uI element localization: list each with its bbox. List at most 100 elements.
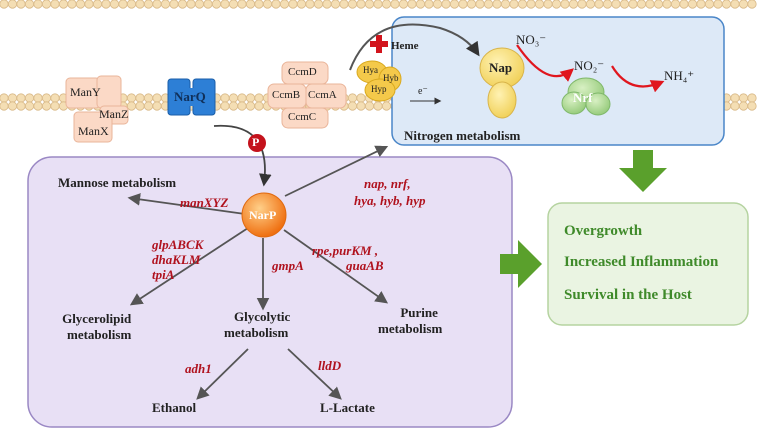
hya-hyb-hyp-complex	[356, 60, 402, 102]
membrane-bead	[135, 0, 145, 9]
ccm-complex	[267, 61, 347, 129]
membrane-bead	[237, 0, 247, 9]
membrane-bead	[500, 0, 511, 9]
membrane-bead	[33, 93, 43, 103]
membrane-bead	[432, 0, 443, 9]
membrane-bead	[721, 0, 732, 9]
membrane-bead	[228, 93, 239, 103]
ammonium-label: NH₄⁺	[664, 68, 695, 83]
membrane-bead	[228, 0, 239, 9]
membrane-bead	[228, 101, 239, 111]
membrane-bead	[619, 0, 630, 9]
membrane-bead	[466, 0, 477, 9]
membrane-bead	[126, 0, 137, 9]
membrane-bead	[347, 93, 358, 103]
membrane-bead	[194, 0, 205, 9]
membrane-bead	[356, 93, 366, 103]
ccmb-label: CcmB	[272, 89, 301, 101]
membrane-bead	[41, 101, 52, 111]
membrane-bead	[237, 93, 247, 103]
membrane-bead	[347, 101, 358, 111]
membrane-bead	[687, 0, 698, 9]
membrane-bead	[41, 0, 52, 9]
hya-label: Hya	[363, 65, 378, 75]
membrane-bead	[602, 0, 613, 9]
membrane-bead	[551, 0, 562, 9]
membrane-bead	[203, 0, 213, 9]
membrane-bead	[483, 0, 494, 9]
nap-label: Nap	[489, 60, 513, 75]
membrane-bead	[305, 0, 315, 9]
many-label: ManY	[70, 85, 101, 99]
membrane-bead	[0, 101, 9, 111]
membrane-bead	[679, 0, 689, 9]
membrane-bead	[670, 0, 681, 9]
membrane-bead	[211, 0, 222, 9]
man-complex	[65, 75, 129, 143]
gene-nap-nrf-hya: nap, nrf, hya, hyb, hyp	[354, 176, 426, 208]
membrane-bead	[560, 0, 570, 9]
membrane-bead	[424, 0, 434, 9]
narp-regulation-arrows	[127, 145, 389, 400]
membrane-bead	[568, 0, 579, 9]
purine-metabolism-label: Purine metabolism	[378, 305, 443, 336]
membrane-bead	[16, 93, 26, 103]
membrane-bead	[356, 0, 366, 9]
membrane-bead	[152, 93, 162, 103]
outcome-survival: Survival in the Host	[564, 287, 692, 303]
no2-to-nh4-arrow	[611, 65, 665, 93]
narq-sensor	[167, 78, 216, 116]
membrane-bead	[220, 0, 230, 9]
membrane-bead	[730, 0, 740, 9]
glycolytic-metabolism-label: Glycolytic metabolism	[224, 309, 291, 340]
membrane-bead	[296, 0, 307, 9]
heme-icon	[370, 35, 388, 53]
membrane-bead	[364, 101, 375, 111]
outcome-inflammation: Increased Inflammation	[564, 254, 719, 270]
membrane-bead	[126, 93, 137, 103]
ethanol-label: Ethanol	[152, 400, 197, 415]
membrane-bead	[33, 101, 43, 111]
membrane-bead	[628, 0, 638, 9]
membrane-bead	[24, 93, 35, 103]
membrane-bead	[262, 0, 273, 9]
membrane-bead	[101, 0, 111, 9]
membrane-bead	[118, 0, 128, 9]
membrane-bead	[50, 93, 60, 103]
membrane-bead	[585, 0, 596, 9]
membrane-bead	[75, 0, 86, 9]
membrane-bead	[738, 0, 749, 9]
membrane-bead	[271, 0, 281, 9]
membrane-bead	[0, 0, 9, 9]
heme-arrow	[349, 23, 480, 71]
membrane-bead	[16, 101, 26, 111]
membrane-bead	[653, 0, 664, 9]
membrane-bead	[7, 0, 18, 9]
outcome-box	[547, 202, 749, 326]
membrane-bead	[509, 0, 519, 9]
membrane-bead	[492, 0, 502, 9]
gene-adh1: adh1	[185, 361, 212, 376]
outcome-overgrowth: Overgrowth	[564, 223, 643, 239]
narq-label: NarQ	[174, 89, 206, 104]
membrane-bead	[126, 101, 137, 111]
membrane-bead	[381, 0, 392, 9]
membrane-bead	[356, 101, 366, 111]
membrane-bead	[713, 0, 723, 9]
membrane-bead	[611, 0, 621, 9]
ccma-label: CcmA	[308, 89, 337, 101]
ccmd-label: CcmD	[288, 66, 317, 78]
membrane-bead	[449, 0, 460, 9]
membrane-bead	[84, 0, 94, 9]
membrane-bead	[254, 101, 264, 111]
membrane-bead	[186, 0, 196, 9]
membrane-bead	[245, 93, 256, 103]
membrane-bead	[594, 0, 604, 9]
membrane-bead	[160, 0, 171, 9]
membrane-bead	[92, 0, 103, 9]
membrane-bead	[220, 93, 230, 103]
membrane-bead	[50, 0, 60, 9]
membrane-bead	[407, 0, 417, 9]
membrane-bead	[143, 0, 154, 9]
gene-lldd: lldD	[318, 358, 342, 373]
